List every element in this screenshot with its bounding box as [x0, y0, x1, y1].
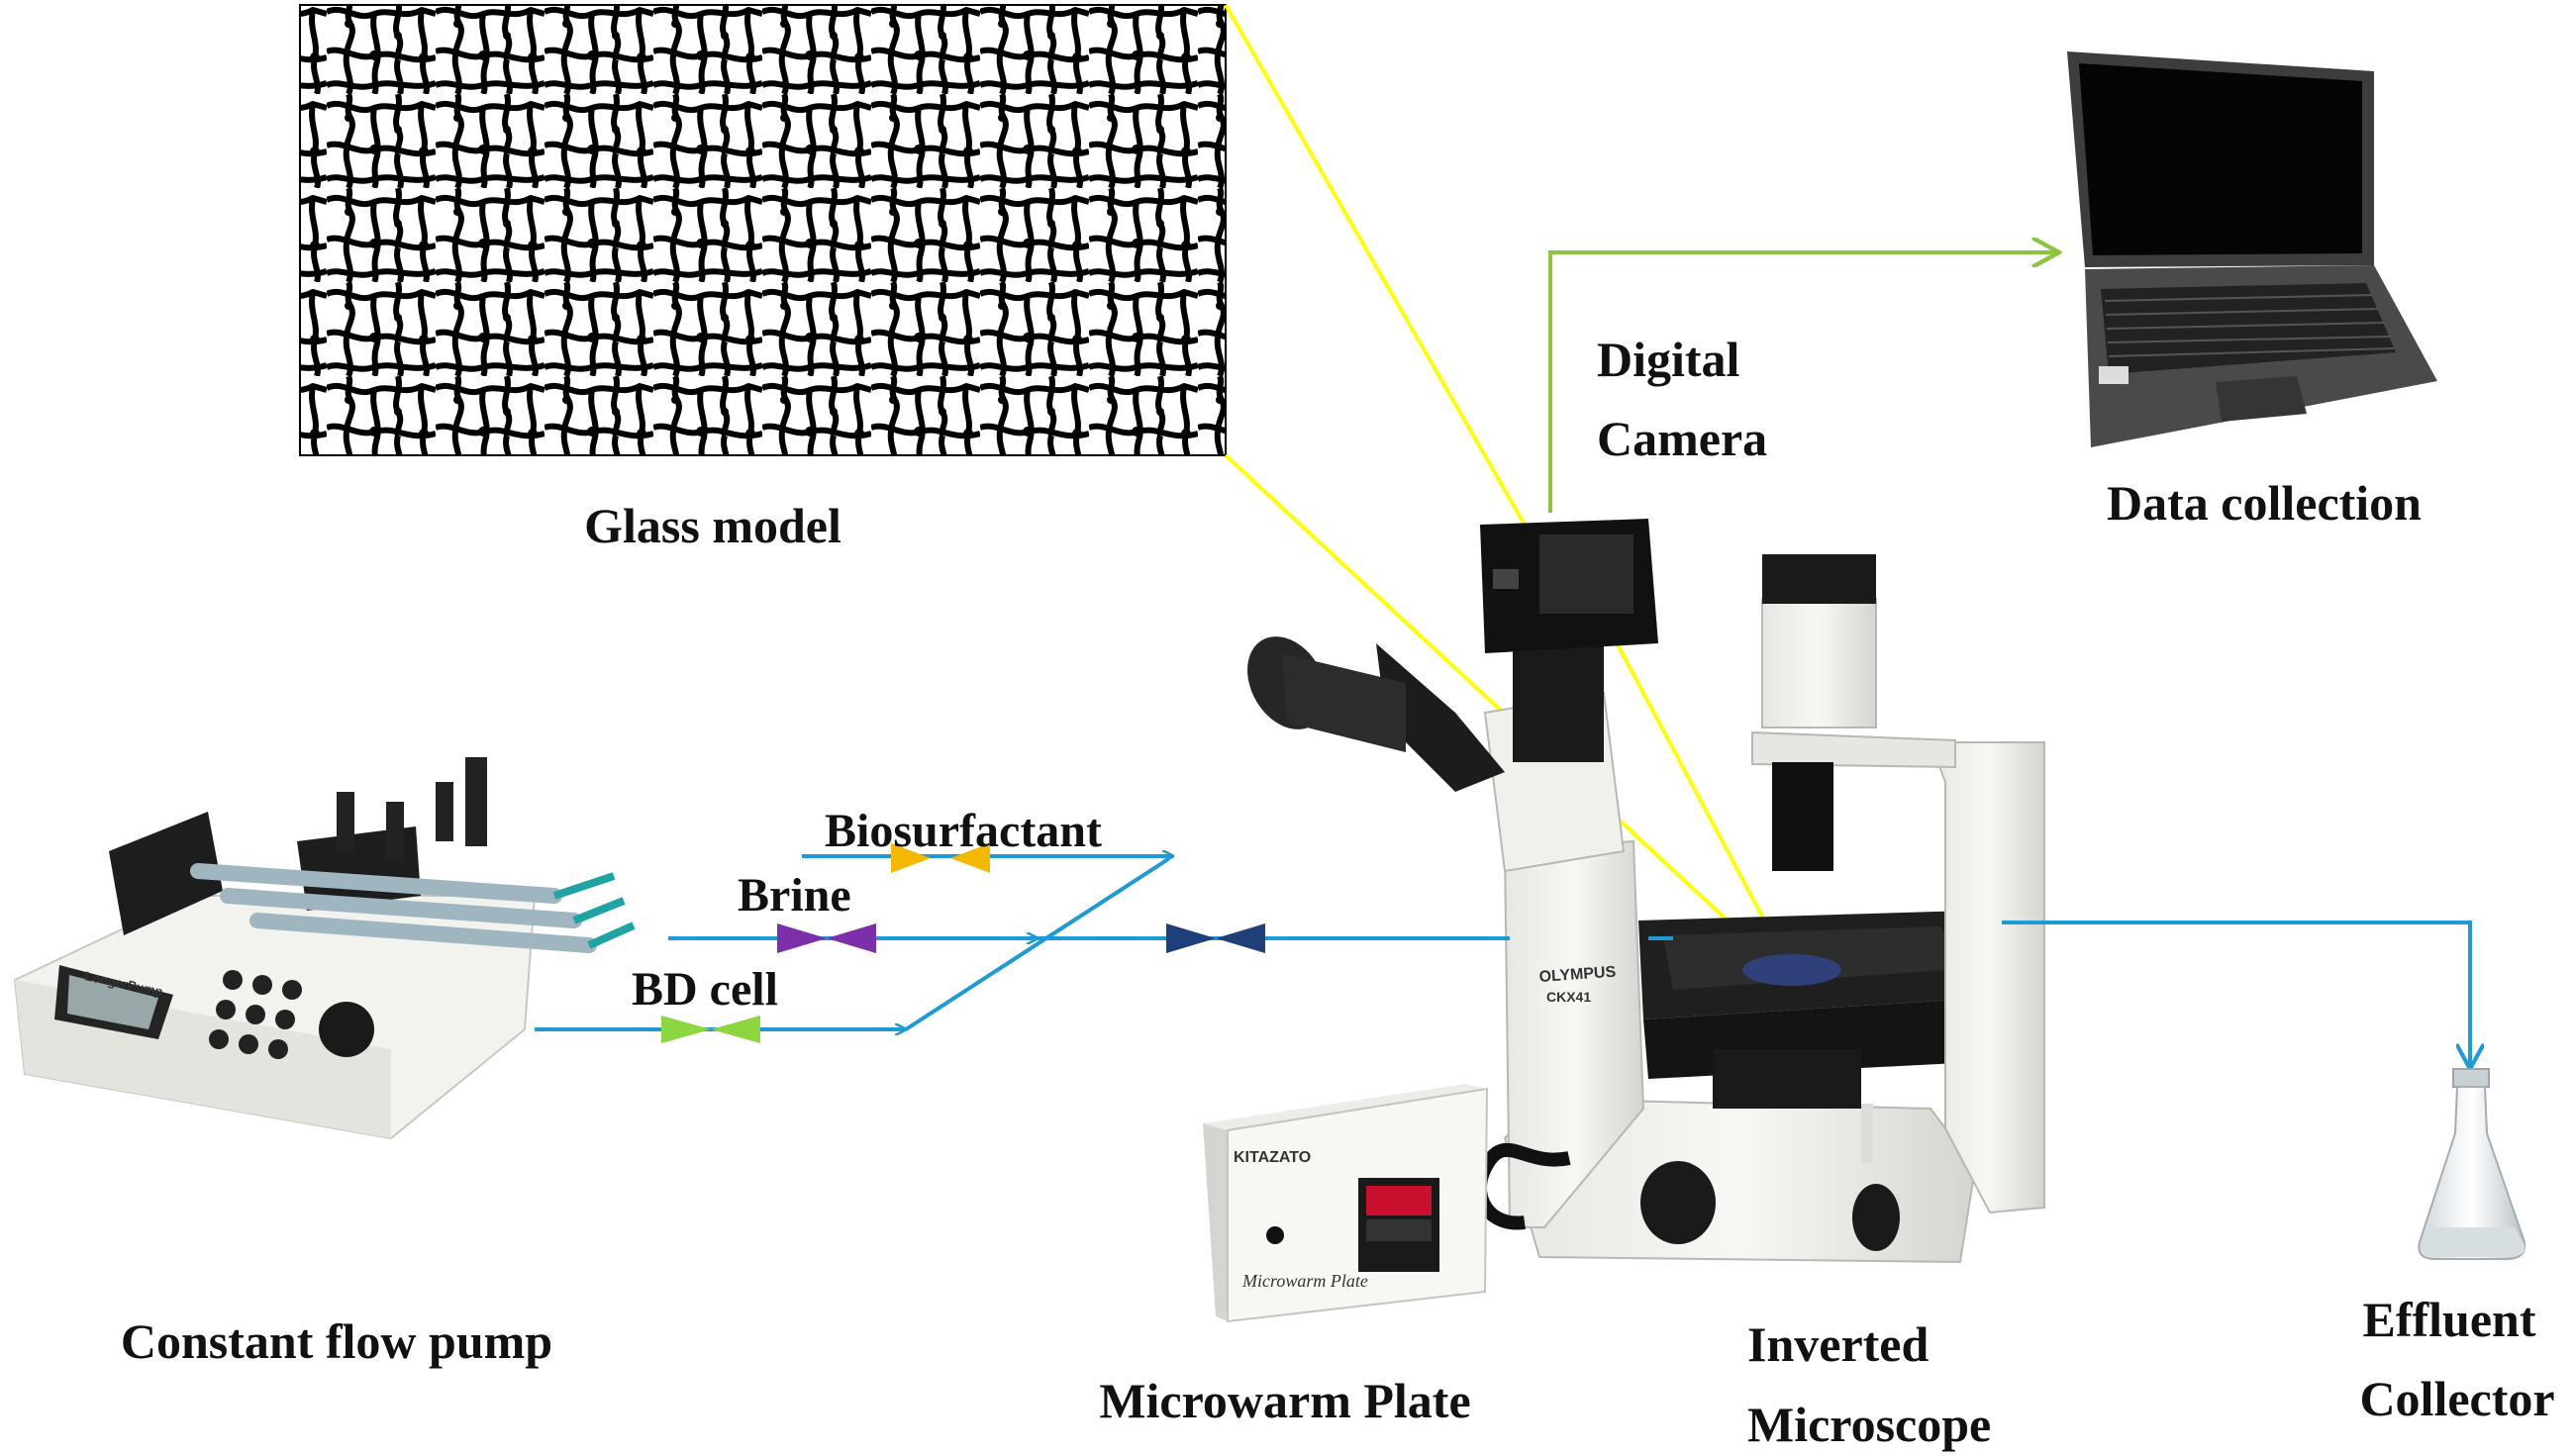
effluent-collector-label-line1: Effluent [2363, 1292, 2536, 1347]
zoom-lines [1224, 4, 1769, 926]
constant-flow-pump-label: Constant flow pump [121, 1313, 552, 1369]
valve-biosurfactant[interactable] [891, 843, 990, 873]
heater-name-text: Microwarm Plate [1241, 1271, 1368, 1291]
inverted-microscope-label-line2: Microscope [1747, 1397, 1991, 1452]
inverted-microscope-icon: OLYMPUS CKX41 [1247, 519, 2045, 1264]
heater-brand-text: KITAZATO [1234, 1149, 1311, 1166]
data-collection-label: Data collection [2107, 475, 2422, 531]
camera-signal-arrow [1548, 252, 2059, 513]
microscope-brand-text: OLYMPUS [1538, 964, 1617, 986]
bd-cell-label: BD cell [632, 963, 778, 1016]
erlenmeyer-flask-icon [2418, 1068, 2526, 1260]
microscope-model-text: CKX41 [1546, 989, 1591, 1005]
glass-model-image [299, 4, 1227, 456]
valve-main[interactable] [1166, 923, 1265, 953]
syringe-pump-icon: LongerPump [13, 757, 636, 1140]
inverted-microscope-label-line1: Inverted [1747, 1316, 1929, 1372]
valve-brine[interactable] [777, 923, 876, 953]
brine-label: Brine [738, 869, 851, 922]
digital-camera-label-line1: Digital [1597, 332, 1740, 387]
digital-camera-label-line2: Camera [1597, 411, 1767, 466]
effluent-collector-label-line2: Collector [2359, 1371, 2554, 1426]
laptop-icon [2067, 51, 2437, 447]
valve-bd-cell[interactable] [661, 1016, 760, 1043]
biosurfactant-label: Biosurfactant [825, 805, 1102, 857]
glass-model-label: Glass model [584, 498, 842, 553]
microwarm-plate-icon: KITAZATO Microwarm Plate [1203, 1084, 1489, 1323]
effluent-line [2002, 921, 2470, 1069]
digital-camera-icon [1480, 519, 1658, 653]
mixing-diagonal [904, 857, 1170, 1031]
microwarm-plate-label: Microwarm Plate [1099, 1373, 1470, 1428]
